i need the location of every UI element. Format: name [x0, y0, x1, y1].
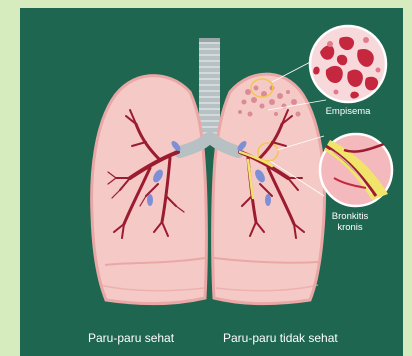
- trachea: [199, 38, 220, 140]
- bronchitis-label-line2: kronis: [320, 222, 380, 233]
- emphysema-label: Empisema: [318, 106, 378, 117]
- bronchitis-label: Bronkitis kronis: [320, 211, 380, 233]
- bronchitis-label-line1: Bronkitis: [320, 211, 380, 222]
- unhealthy-lung-caption: Paru-paru tidak sehat: [223, 331, 338, 345]
- bronchitis-zoom: [320, 134, 392, 206]
- healthy-lung-caption: Paru-paru sehat: [88, 331, 174, 345]
- emphysema-zoom: [310, 26, 386, 102]
- unhealthy-lung: [213, 74, 325, 303]
- healthy-lung: [92, 76, 207, 304]
